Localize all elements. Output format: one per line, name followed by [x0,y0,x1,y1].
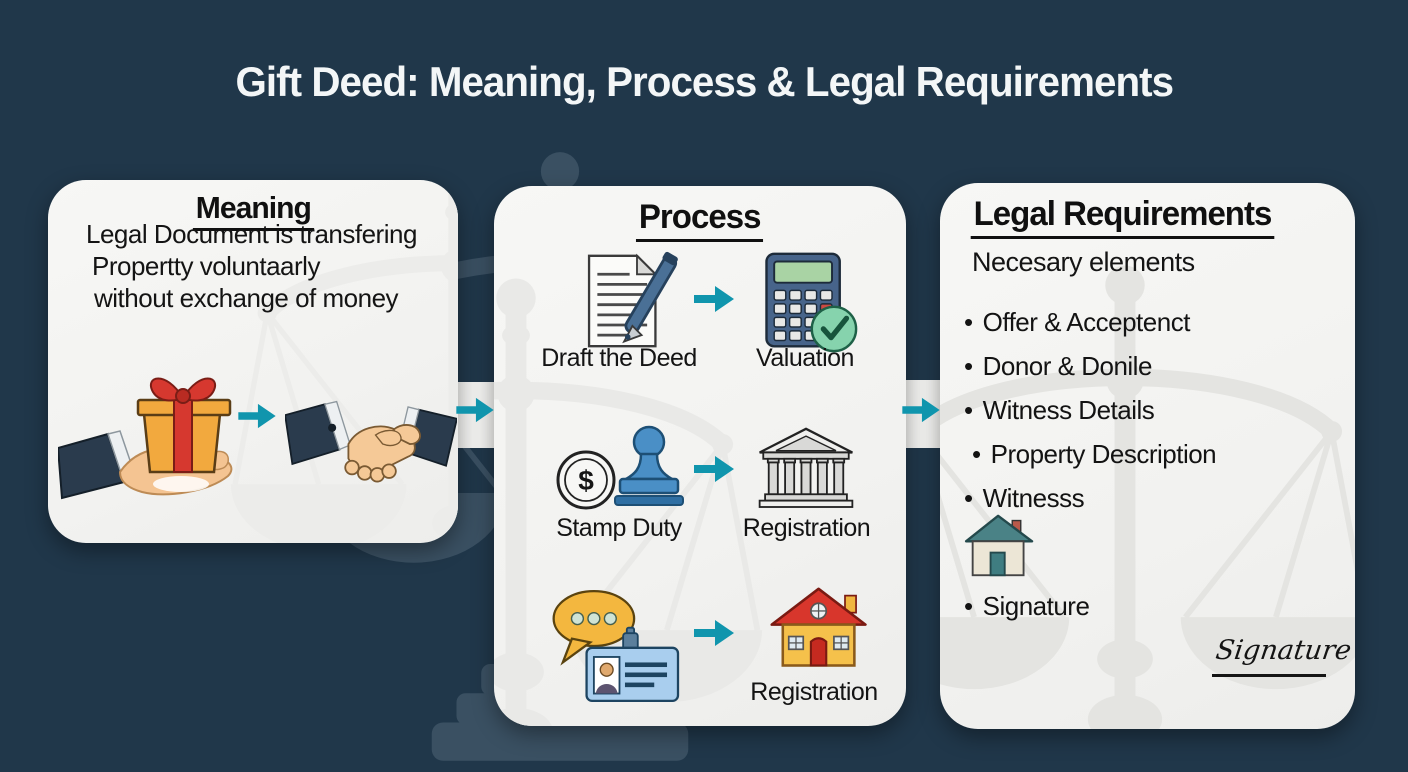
arrow-right-icon [238,403,276,429]
list-item: •Donor & Donile [964,351,1152,381]
arrow-right-icon [902,397,940,423]
chat-idcard-icon [552,590,680,702]
bullet-icon: • [964,591,973,621]
bullet-icon: • [972,439,981,469]
legal-bullet-list: •Offer & Acceptenct •Donor & Donile •Wit… [964,307,1334,527]
step-label-draft-the-deed: Draft the Deed [541,344,697,372]
step-label-valuation: Valuation [756,344,854,372]
bank-building-icon [758,427,854,508]
house-icon [770,587,867,667]
step-label-registration: Registration [742,514,871,542]
list-item: •Witnesss [964,483,1085,513]
list-item: •Property Description [972,439,1217,469]
legal-requirements-card: Legal Requirements Necesary elements •Of… [940,183,1355,729]
meaning-card-title: Meaning [48,190,458,231]
meaning-card: Meaning Legal Document is transfering Pr… [48,180,458,543]
page-title: Gift Deed: Meaning, Process & Legal Requ… [235,58,1173,105]
handshake-icon [285,400,457,483]
calculator-check-icon [765,252,858,353]
list-item: •Offer & Acceptenct [964,307,1190,337]
legal-card-title: Legal Requirements [966,195,1279,239]
step-label-stamp-duty: Stamp Duty [556,514,682,542]
bullet-icon: • [964,351,973,381]
legal-card-subtitle: Necesary elements [972,247,1195,277]
arrow-right-icon [694,456,734,482]
bullet-icon: • [964,483,973,513]
dollar-symbol: $ [578,465,594,496]
bullet-icon: • [964,395,973,425]
small-house-icon [964,514,1034,577]
arrow-right-icon [694,286,734,312]
step-label-registration-2: Registration [750,678,878,706]
meaning-description: Legal Document is transfering Propertty … [86,218,452,314]
document-pen-icon [587,251,678,348]
signature-script: Signature [1212,635,1353,677]
meaning-line-2: Propertty voluntaarly [92,251,320,281]
arrow-right-icon [694,620,734,646]
list-item-signature: • Signature [964,591,1090,621]
meaning-line-3: without exchange of money [94,283,399,313]
coin-stamp-icon: $ [556,425,684,510]
process-card-title: Process [494,198,906,242]
process-card: Process Draft the Deed Valuation [494,186,906,726]
list-item: •Witness Details [964,395,1155,425]
bullet-icon: • [964,307,973,337]
arrow-right-icon [456,397,494,423]
gift-in-hand-icon [58,377,233,500]
meaning-line-1: Legal Document is transfering [86,219,417,249]
